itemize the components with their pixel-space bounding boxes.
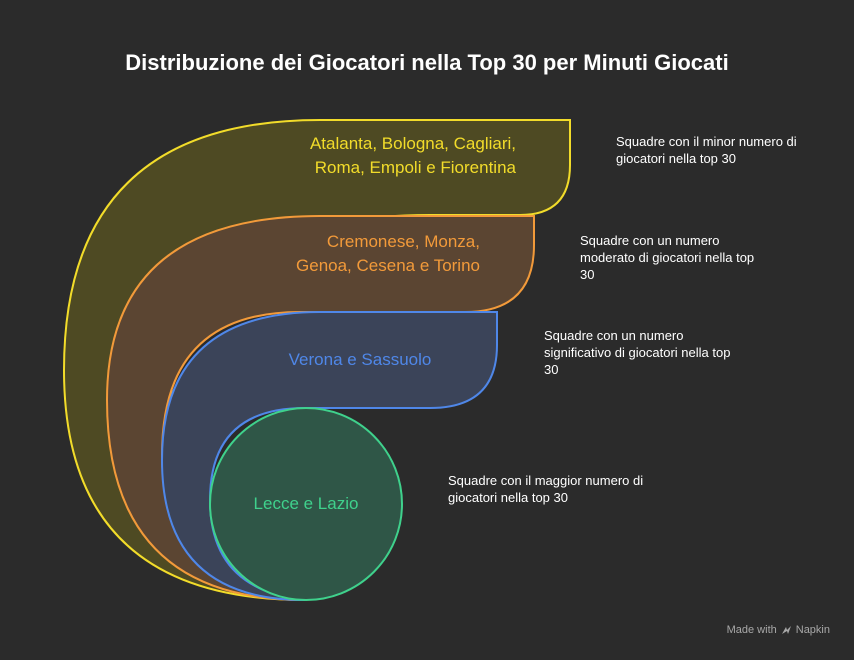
footer-credit: Made with Napkin	[727, 624, 830, 636]
layer-label-2: Cremonese, Monza, Genoa, Cesena e Torino	[296, 232, 480, 275]
layer-description-4: Squadre con il maggior numero di giocato…	[448, 473, 644, 505]
layer-description-1: Squadre con il minor numero di giocatori…	[616, 134, 797, 166]
layer-label-1: Atalanta, Bologna, Cagliari, Roma, Empol…	[309, 134, 516, 177]
brand-name: Napkin	[795, 624, 830, 636]
napkin-logo-icon	[781, 625, 791, 634]
layer-label-4: Lecce e Lazio	[253, 494, 359, 513]
made-with-text: Made with	[726, 624, 777, 636]
layer-label-3: Verona e Sassuolo	[288, 350, 432, 369]
layer-description-3: Squadre con un numero significativo di g…	[544, 328, 731, 377]
layer-description-2: Squadre con un numero moderato di giocat…	[580, 233, 755, 282]
layer-shape-4	[209, 407, 403, 601]
page-title: Distribuzione dei Giocatori nella Top 30…	[125, 50, 729, 75]
